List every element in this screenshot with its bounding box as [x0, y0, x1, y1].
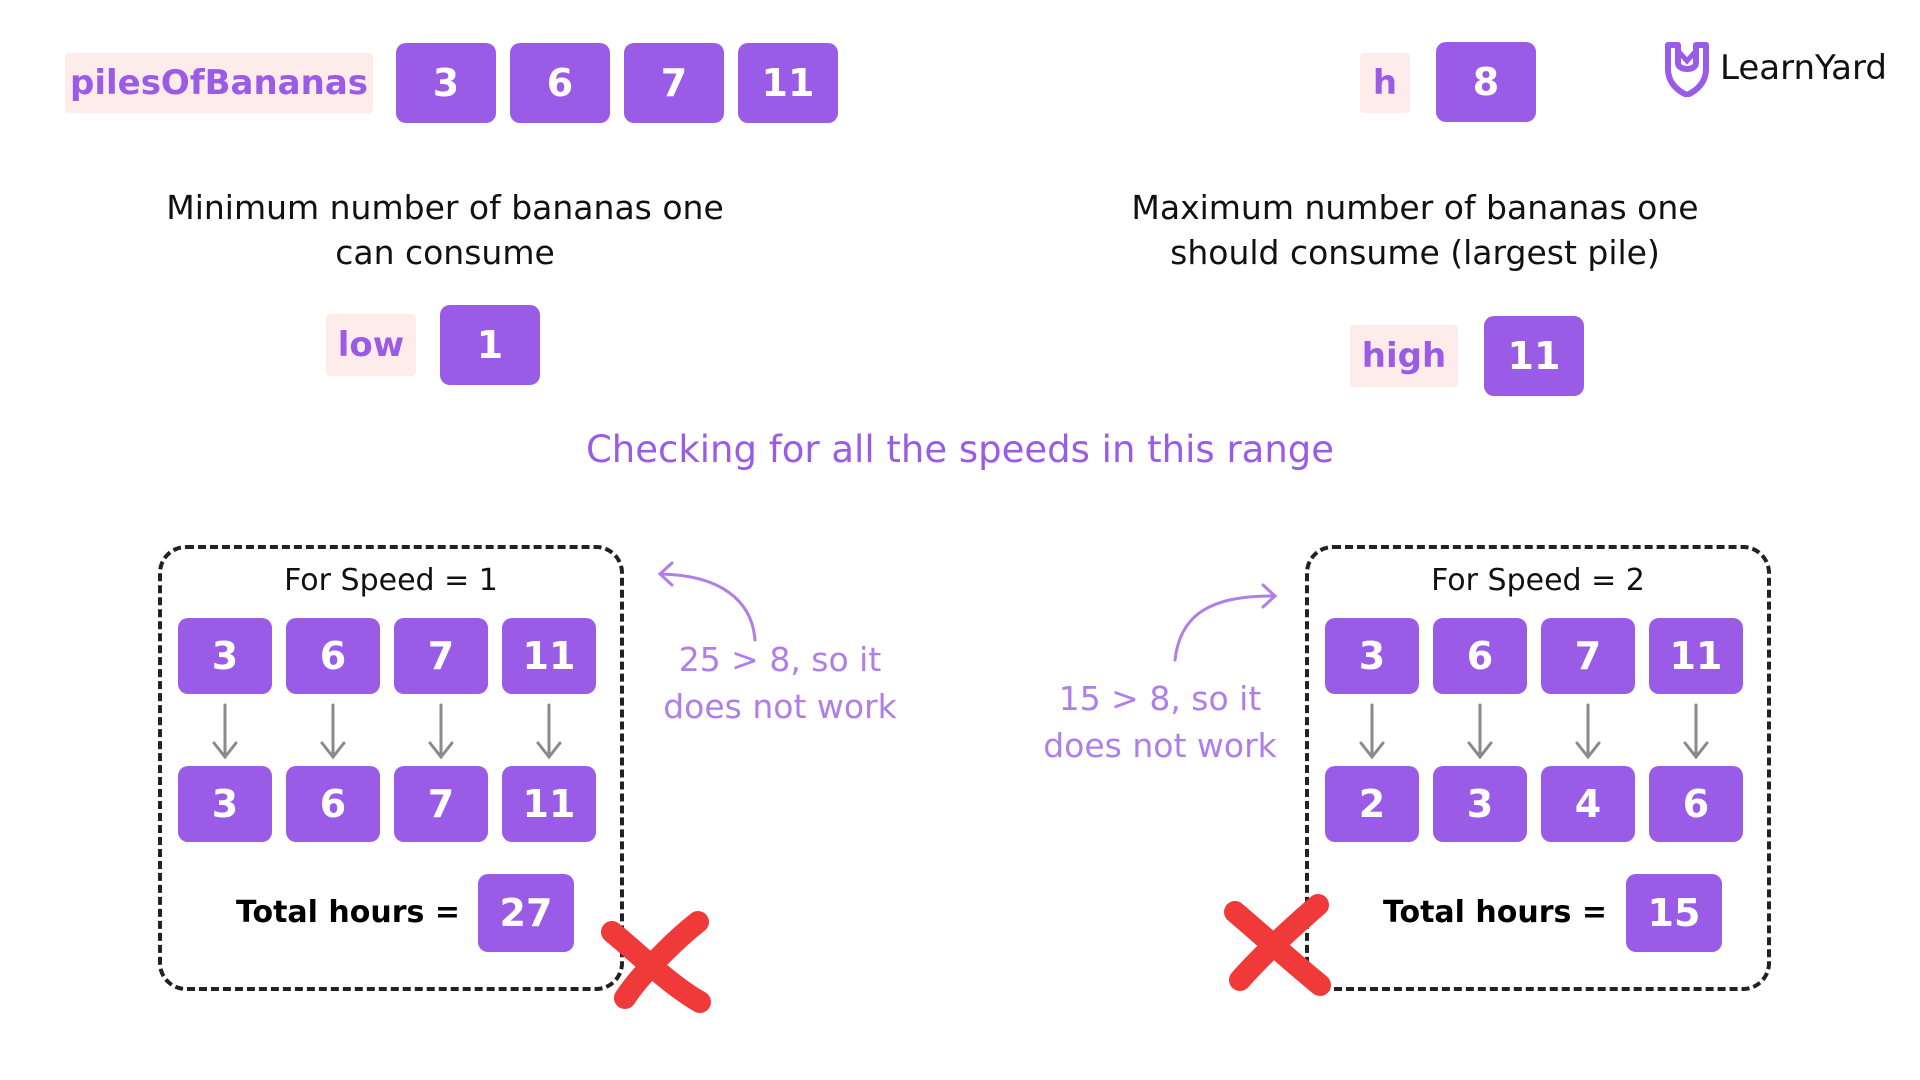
hours-box: 4 [1541, 766, 1635, 842]
pile-box: 11 [738, 43, 838, 123]
logo-text: LearnYard [1720, 48, 1887, 88]
hours-box: 6 [1649, 766, 1743, 842]
note-left: 25 > 8, so it does not work [663, 640, 897, 726]
pile-box: 11 [1649, 618, 1743, 694]
total-hours-value: 27 [478, 874, 574, 952]
down-arrow-icon [1359, 703, 1709, 760]
pile-box: 3 [1325, 618, 1419, 694]
pile-box: 11 [502, 618, 596, 694]
curved-arrow-icon [1173, 583, 1278, 662]
red-cross-icon [601, 911, 711, 1013]
pile-box: 3 [396, 43, 496, 123]
range-caption: Checking for all the speeds in this rang… [585, 428, 1335, 471]
high-value-box: 11 [1484, 316, 1584, 396]
hours-box: 2 [1325, 766, 1419, 842]
total-hours-value: 15 [1626, 874, 1722, 952]
pile-box: 6 [286, 618, 380, 694]
panel-title: For Speed = 2 [1431, 563, 1645, 598]
pile-box: 6 [510, 43, 610, 123]
pile-box: 7 [624, 43, 724, 123]
total-hours-label: Total hours = [236, 895, 460, 930]
h-value-box: 8 [1436, 42, 1536, 122]
hours-box: 6 [286, 766, 380, 842]
low-value-box: 1 [440, 305, 540, 385]
low-label: low [326, 314, 416, 376]
curved-arrow-icon [657, 561, 757, 642]
speed-panel-left [158, 545, 624, 991]
hours-box: 3 [1433, 766, 1527, 842]
note-right: 15 > 8, so it does not work [1043, 679, 1277, 765]
hours-box: 3 [178, 766, 272, 842]
panel-title: For Speed = 1 [284, 563, 498, 598]
high-description: Maximum number of bananas one should con… [1131, 188, 1699, 272]
total-hours-label: Total hours = [1383, 895, 1607, 930]
pile-box: 7 [1541, 618, 1635, 694]
pile-box: 3 [178, 618, 272, 694]
h-label: h [1360, 53, 1410, 113]
high-label: high [1350, 325, 1458, 387]
logo: LearnYard [1662, 38, 1887, 98]
low-description: Minimum number of bananas one can consum… [166, 188, 724, 272]
speed-panel-right [1305, 545, 1771, 991]
pile-box: 6 [1433, 618, 1527, 694]
learnyard-logo-icon [1662, 39, 1712, 98]
down-arrow-icon [212, 703, 562, 760]
red-cross-icon [1224, 894, 1331, 996]
hours-box: 11 [502, 766, 596, 842]
hours-box: 7 [394, 766, 488, 842]
piles-label: pilesOfBananas [65, 53, 373, 113]
pile-box: 7 [394, 618, 488, 694]
